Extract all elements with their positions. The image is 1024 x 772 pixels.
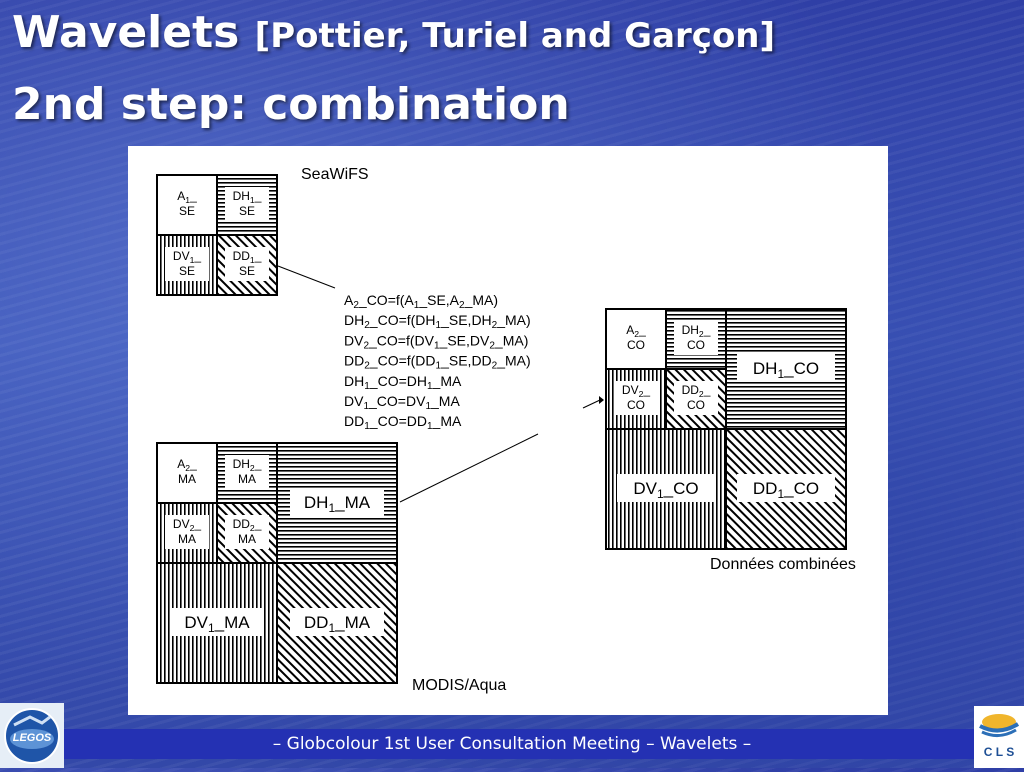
co-small-label-3-line1: DD2_ bbox=[682, 383, 711, 399]
ma-small-label-2-line2: MA bbox=[178, 532, 196, 546]
connector-seawifs bbox=[277, 265, 336, 289]
equation-2: DV2_CO=f(DV1_SE,DV2_MA) bbox=[344, 332, 528, 351]
co-large-label-0: DH1_CO bbox=[753, 359, 819, 381]
se-label-3-line2: SE bbox=[239, 264, 255, 278]
cls-logo-mark: C L S bbox=[979, 714, 1020, 759]
ma-small-label-3-line1: DD2_ bbox=[233, 517, 262, 533]
title-main: Wavelets bbox=[12, 7, 240, 58]
co-small-bg-1 bbox=[674, 321, 718, 355]
equation-6: DD1_CO=DD1_MA bbox=[344, 413, 462, 432]
wavelet-diagram: A1_SEDH1_SEDV1_SEDD1_SESeaWiFSA2_MADH2_M… bbox=[156, 166, 856, 694]
se-label-0-line2: SE bbox=[179, 204, 195, 218]
se-label-bg-3 bbox=[225, 247, 269, 281]
ma-small-label-0-line1: A2_ bbox=[177, 457, 197, 473]
ma-small-label-3-line2: MA bbox=[238, 532, 256, 546]
ma-small-label-0-line2: MA bbox=[178, 472, 196, 486]
legos-logo: LEGOS bbox=[0, 703, 64, 768]
co-large-bg-1 bbox=[617, 474, 715, 502]
ma-large-label-1: DV1_MA bbox=[184, 613, 250, 635]
se-label-2-line2: SE bbox=[179, 264, 195, 278]
se-label-1-line1: DH1_ bbox=[233, 189, 262, 205]
co-small-label-1-line1: DH2_ bbox=[682, 323, 711, 339]
connector-combined bbox=[582, 399, 601, 409]
co-small-bg-3 bbox=[674, 381, 718, 415]
co-small-label-0-line1: A2_ bbox=[626, 323, 646, 339]
se-label-0-line1: A1_ bbox=[177, 189, 197, 205]
co-large-label-1: DV1_CO bbox=[633, 479, 698, 501]
co-large-bg-0 bbox=[737, 354, 835, 382]
co-small-bg-2 bbox=[614, 381, 658, 415]
combined-label: Données combinées bbox=[710, 556, 856, 573]
connector-modis bbox=[399, 433, 539, 503]
se-label-2-line1: DV1_ bbox=[173, 249, 201, 265]
slide-subtitle: 2nd step: combination bbox=[12, 79, 570, 130]
footer-bar: – Globcolour 1st User Consultation Meeti… bbox=[0, 729, 1024, 759]
legos-logo-mark: LEGOS bbox=[4, 708, 60, 764]
co-small-label-2-line1: DV2_ bbox=[622, 383, 650, 399]
seawifs-label: SeaWiFS bbox=[301, 166, 369, 183]
equation-4: DH1_CO=DH1_MA bbox=[344, 373, 462, 392]
co-a-cell bbox=[605, 308, 667, 370]
co-small-label-0-line2: CO bbox=[627, 338, 645, 352]
title-authors: [Pottier, Turiel and Garçon] bbox=[254, 16, 776, 56]
footer-text: – Globcolour 1st User Consultation Meeti… bbox=[272, 734, 752, 754]
co-small-label-3-line2: CO bbox=[687, 398, 705, 412]
se-label-3-line1: DD1_ bbox=[233, 249, 262, 265]
ma-small-label-2-line1: DV2_ bbox=[173, 517, 201, 533]
diagram-root: A1_SEDH1_SEDV1_SEDD1_SESeaWiFSA2_MADH2_M… bbox=[156, 166, 856, 694]
equation-3: DD2_CO=f(DD1_SE,DD2_MA) bbox=[344, 353, 531, 372]
arrow-head bbox=[599, 396, 604, 404]
se-a-cell bbox=[156, 174, 218, 236]
se-label-bg-2 bbox=[165, 247, 209, 281]
ma-large-label-2: DD1_MA bbox=[304, 613, 371, 635]
slide-title: Wavelets [Pottier, Turiel and Garçon] bbox=[12, 6, 775, 63]
co-large-label-2: DD1_CO bbox=[753, 479, 819, 501]
co-small-label-1-line2: CO bbox=[687, 338, 705, 352]
ma-large-bg-0 bbox=[290, 488, 384, 516]
ma-large-bg-2 bbox=[290, 608, 384, 636]
se-label-1-line2: SE bbox=[239, 204, 255, 218]
ma-a-cell bbox=[156, 442, 218, 504]
ma-large-label-0: DH1_MA bbox=[304, 493, 371, 515]
co-small-label-2-line2: CO bbox=[627, 398, 645, 412]
ma-small-label-1-line2: MA bbox=[238, 472, 256, 486]
equation-5: DV1_CO=DV1_MA bbox=[344, 393, 460, 412]
ma-small-bg-2 bbox=[165, 515, 209, 549]
ma-large-bg-1 bbox=[170, 608, 264, 636]
equation-0: A2_CO=f(A1_SE,A2_MA) bbox=[344, 292, 498, 311]
modis-label: MODIS/Aqua bbox=[412, 677, 506, 694]
ma-small-bg-1 bbox=[225, 455, 269, 489]
cls-logo-text: C L S bbox=[984, 745, 1014, 759]
ma-small-label-1-line1: DH2_ bbox=[233, 457, 262, 473]
co-large-bg-2 bbox=[737, 474, 835, 502]
legos-logo-text: LEGOS bbox=[13, 732, 52, 744]
equation-1: DH2_CO=f(DH1_SE,DH2_MA) bbox=[344, 312, 531, 331]
se-label-bg-1 bbox=[225, 187, 269, 221]
cls-logo: C L S bbox=[974, 706, 1024, 768]
ma-small-bg-3 bbox=[225, 515, 269, 549]
